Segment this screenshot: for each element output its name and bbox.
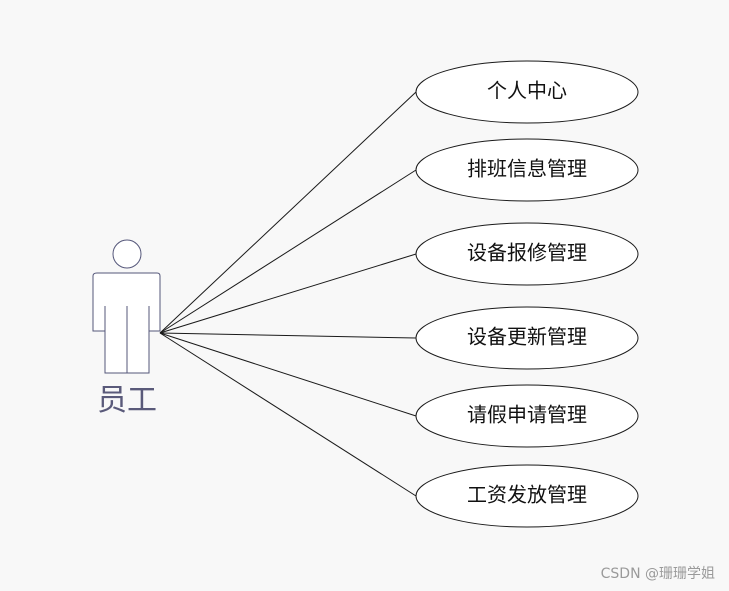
use-case-ellipse <box>415 306 639 370</box>
association-line <box>159 332 417 497</box>
use-case-salary-management[interactable]: 工资发放管理 <box>415 464 639 528</box>
watermark: CSDN @珊珊学姐 <box>600 566 715 582</box>
use-case-ellipse <box>415 138 639 202</box>
use-case-label: 工资发放管理 <box>467 483 587 507</box>
use-case-label: 请假申请管理 <box>467 403 587 427</box>
use-case-label: 排班信息管理 <box>467 157 587 181</box>
use-cases: 个人中心 排班信息管理 设备报修管理 设备更新管理 请假申请管理 工资发放管理 <box>415 60 639 528</box>
use-case-ellipse <box>415 384 639 448</box>
association-line <box>159 253 417 334</box>
use-case-ellipse <box>415 464 639 528</box>
use-case-leave-management[interactable]: 请假申请管理 <box>415 384 639 448</box>
use-case-label: 设备更新管理 <box>467 325 587 349</box>
use-case-ellipse <box>415 222 639 286</box>
actor: 员工 <box>92 239 161 418</box>
use-case-schedule-management[interactable]: 排班信息管理 <box>415 138 639 202</box>
use-case-repair-management[interactable]: 设备报修管理 <box>415 222 639 286</box>
actor-label: 员工 <box>97 383 157 418</box>
use-case-label: 个人中心 <box>487 79 567 103</box>
association-lines <box>159 91 417 497</box>
association-line <box>159 332 417 417</box>
use-case-ellipse <box>415 60 639 124</box>
actor-figure-icon <box>92 239 161 374</box>
association-line <box>159 91 417 334</box>
association-line <box>159 332 417 339</box>
actor-head <box>112 239 142 269</box>
use-case-label: 设备报修管理 <box>467 241 587 265</box>
use-case-equipment-update-management[interactable]: 设备更新管理 <box>415 306 639 370</box>
association-line <box>159 169 417 334</box>
use-case-personal-center[interactable]: 个人中心 <box>415 60 639 124</box>
